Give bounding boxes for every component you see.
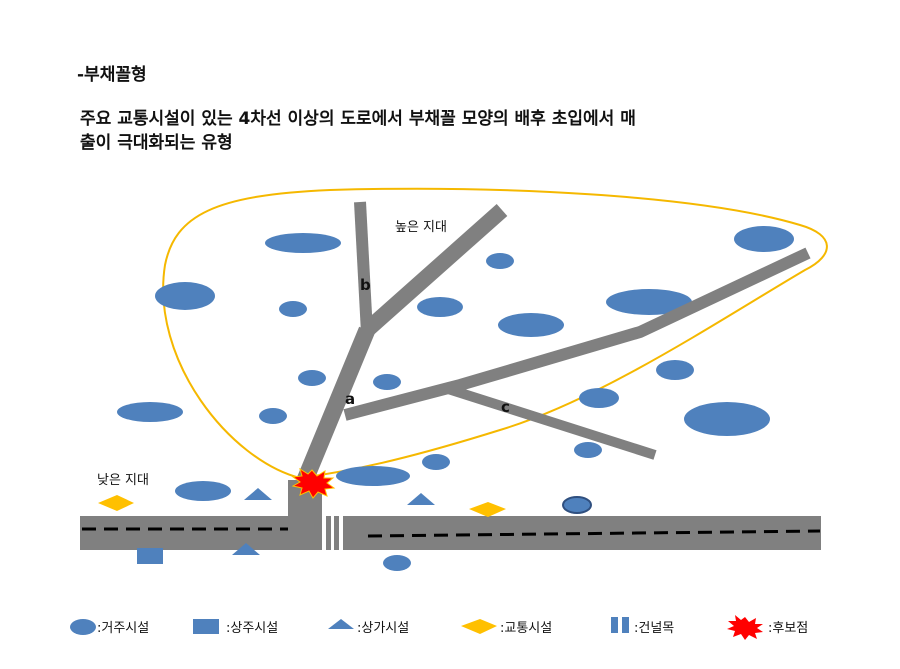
high-zone-label: 높은 지대: [395, 220, 447, 235]
road-a-label: a: [345, 390, 355, 408]
main-road: [80, 480, 821, 550]
main-road-right: [343, 516, 821, 550]
residential-facility: [422, 454, 450, 470]
page-title: -부채꼴형: [77, 65, 147, 85]
transport-facility: [469, 502, 506, 517]
legend-label: :교통시설: [500, 621, 552, 636]
legend-commercial-icon: [328, 619, 354, 629]
road-b: [354, 201, 373, 334]
lane-divider-right: [367, 529, 821, 538]
legend-commercial-residential-icon: [193, 619, 219, 634]
road-east-branch: [343, 247, 811, 421]
residential-facility: [259, 408, 287, 424]
residential-facility: [417, 297, 463, 317]
legend-label: :상가시설: [357, 621, 409, 636]
residential-facility: [562, 496, 592, 514]
residential-facility: [336, 466, 410, 486]
residential-facility: [298, 370, 326, 386]
legend-label: :후보점: [768, 621, 808, 636]
legend-candidate-icon: [727, 615, 763, 640]
residential-facility: [279, 301, 307, 317]
description-line-2: 출이 극대화되는 유형: [80, 133, 233, 153]
legend-crosswalk-icon: [622, 617, 629, 633]
residential-facility: [574, 442, 602, 458]
description-line-1: 주요 교통시설이 있는 4차선 이상의 도로에서 부채꼴 모양의 배후 초입에서…: [80, 109, 636, 129]
residential-facility: [656, 360, 694, 380]
legend-residential-icon: [70, 619, 96, 635]
commercial-facility: [232, 543, 260, 555]
residential-facility: [117, 402, 183, 422]
low-zone-label: 낮은 지대: [97, 473, 149, 488]
legend-transport-icon: [461, 619, 497, 634]
residential-facility: [684, 402, 770, 436]
commercial-residential-facility: [137, 548, 163, 564]
residential-facilities: [117, 226, 794, 571]
legend: :거주시설 :상주시설 :상가시설 :교통시설 :건널목 :후보점: [70, 615, 808, 640]
residential-facility: [373, 374, 401, 390]
roads: [297, 201, 811, 484]
residential-facility: [606, 289, 692, 315]
legend-label: :거주시설: [97, 621, 149, 636]
description: 주요 교통시설이 있는 4차선 이상의 도로에서 부채꼴 모양의 배후 초입에서…: [80, 107, 840, 155]
road-c-label: c: [501, 398, 510, 416]
residential-facility: [734, 226, 794, 252]
high-zone-boundary: [162, 187, 828, 480]
residential-facility: [579, 388, 619, 408]
main-road-left: [80, 516, 290, 550]
road-b-label: b: [360, 276, 371, 294]
commercial-facility: [407, 493, 435, 505]
legend-label: :건널목: [634, 621, 674, 636]
legend-label: :상주시설: [226, 621, 278, 636]
road-c: [443, 383, 657, 460]
residential-facility: [175, 481, 231, 501]
residential-facility: [486, 253, 514, 269]
residential-facility: [498, 313, 564, 337]
road-main-branch: [361, 204, 508, 336]
candidate-point-starburst: [291, 467, 336, 499]
road-a: [297, 326, 375, 484]
residential-facility: [265, 233, 341, 253]
residential-facility: [155, 282, 215, 310]
legend-crosswalk-icon: [611, 617, 618, 633]
commercial-facility: [244, 488, 272, 500]
residential-facility: [383, 555, 411, 571]
crosswalk: [322, 516, 343, 550]
transport-facility: [98, 495, 134, 511]
